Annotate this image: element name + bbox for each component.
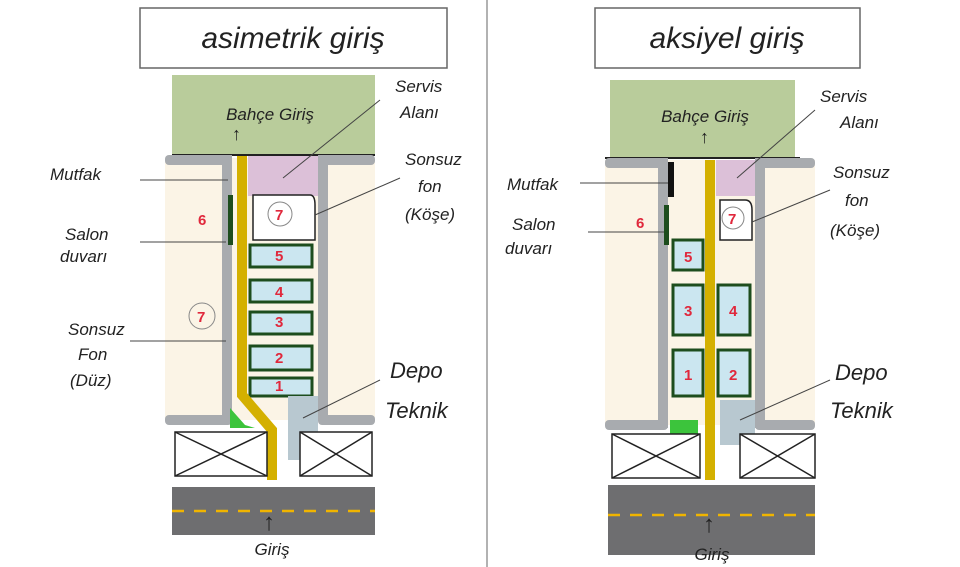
- arrow-up-icon: ↑: [700, 127, 709, 147]
- green-area: [230, 408, 255, 428]
- room-3: [248, 310, 314, 336]
- circulation-path: [237, 156, 277, 480]
- label-salon-wall: duvarı: [60, 247, 107, 266]
- label-kitchen: Mutfak: [50, 165, 103, 184]
- number-2: 2: [729, 367, 737, 384]
- arrow-up-icon: ↑: [703, 511, 715, 538]
- label-corner-backdrop: (Köşe): [405, 205, 455, 224]
- room-2: [248, 344, 314, 372]
- wall: [318, 155, 328, 420]
- salon-wall: [664, 205, 669, 245]
- number-5: 5: [275, 248, 283, 265]
- service-area: [248, 156, 318, 196]
- number-3: 3: [275, 314, 283, 331]
- entrance-label: Giriş: [695, 545, 730, 564]
- wall: [318, 415, 375, 425]
- label-corner-backdrop: Sonsuz: [833, 163, 890, 182]
- number-1: 1: [684, 367, 692, 384]
- wall: [165, 415, 232, 425]
- wall: [605, 420, 668, 430]
- label-salon-wall: duvarı: [505, 239, 552, 258]
- road: [608, 485, 815, 555]
- wall: [755, 420, 815, 430]
- number-4: 4: [275, 284, 284, 301]
- label-service: Servis: [395, 77, 443, 96]
- wall: [318, 155, 375, 165]
- label-corner-backdrop: fon: [845, 191, 869, 210]
- wall: [605, 158, 668, 168]
- label-corner-backdrop: (Köşe): [830, 221, 880, 240]
- green-area: [670, 420, 698, 434]
- crossed-boxes: [174, 431, 373, 477]
- number-4: 4: [729, 303, 738, 320]
- kitchen-wall: [668, 162, 674, 197]
- room-5: [671, 238, 705, 272]
- garden-area: [172, 75, 375, 155]
- label-storage: Depo: [835, 360, 888, 385]
- room-2: [716, 348, 752, 398]
- arrow-up-icon: ↑: [232, 124, 241, 144]
- label-kitchen: Mutfak: [507, 175, 560, 194]
- number-5: 5: [684, 249, 692, 266]
- label-service: Alanı: [839, 113, 879, 132]
- label-corner-backdrop: fon: [418, 177, 442, 196]
- wall: [755, 158, 765, 428]
- label-technical: Teknik: [385, 398, 449, 423]
- asymmetric-plan: asimetrik giriş Bahçe Giriş ↑ ↑: [50, 7, 462, 559]
- number-3: 3: [684, 303, 692, 320]
- title-box: [594, 7, 861, 69]
- room-4: [716, 283, 752, 337]
- room-3: [671, 283, 705, 337]
- number-7: 7: [728, 211, 736, 228]
- garden-area: [610, 80, 795, 158]
- label-technical: Teknik: [830, 398, 894, 423]
- label-storage: Depo: [390, 358, 443, 383]
- room-5: [248, 243, 314, 269]
- service-area: [716, 160, 755, 196]
- entrance-label: Giriş: [255, 540, 290, 559]
- label-flat-backdrop: Sonsuz: [68, 320, 125, 339]
- wall: [658, 158, 668, 428]
- axial-plan: aksiyel giriş Bahçe Giriş ↑ ↑: [505, 7, 894, 564]
- number-1: 1: [275, 378, 283, 395]
- wall: [165, 155, 232, 165]
- number-7: 7: [275, 207, 283, 224]
- room-4: [248, 278, 314, 304]
- plan-title: asimetrik giriş: [201, 22, 384, 55]
- arrow-up-icon: ↑: [263, 509, 275, 536]
- number-7: 7: [197, 309, 205, 326]
- number-2: 2: [275, 350, 283, 367]
- label-service: Servis: [820, 87, 868, 106]
- wall: [755, 158, 815, 168]
- garden-label: Bahçe Giriş: [661, 107, 749, 126]
- plan-title: aksiyel giriş: [649, 22, 804, 55]
- corner-infinity-backdrop: [719, 199, 753, 241]
- corner-infinity-backdrop: [252, 194, 316, 241]
- label-flat-backdrop: Fon: [78, 345, 107, 364]
- title-box: [139, 7, 448, 69]
- room-1: [671, 348, 705, 398]
- room-1: [248, 376, 314, 398]
- number-6: 6: [198, 212, 206, 229]
- crossed-boxes: [611, 433, 816, 479]
- wall: [222, 155, 232, 420]
- label-salon-wall: Salon: [512, 215, 555, 234]
- number-6: 6: [636, 215, 644, 232]
- salon-wall: [228, 195, 233, 245]
- label-service: Alanı: [399, 103, 439, 122]
- garden-label: Bahçe Giriş: [226, 105, 314, 124]
- label-flat-backdrop: (Düz): [70, 371, 112, 390]
- label-corner-backdrop: Sonsuz: [405, 150, 462, 169]
- label-salon-wall: Salon: [65, 225, 108, 244]
